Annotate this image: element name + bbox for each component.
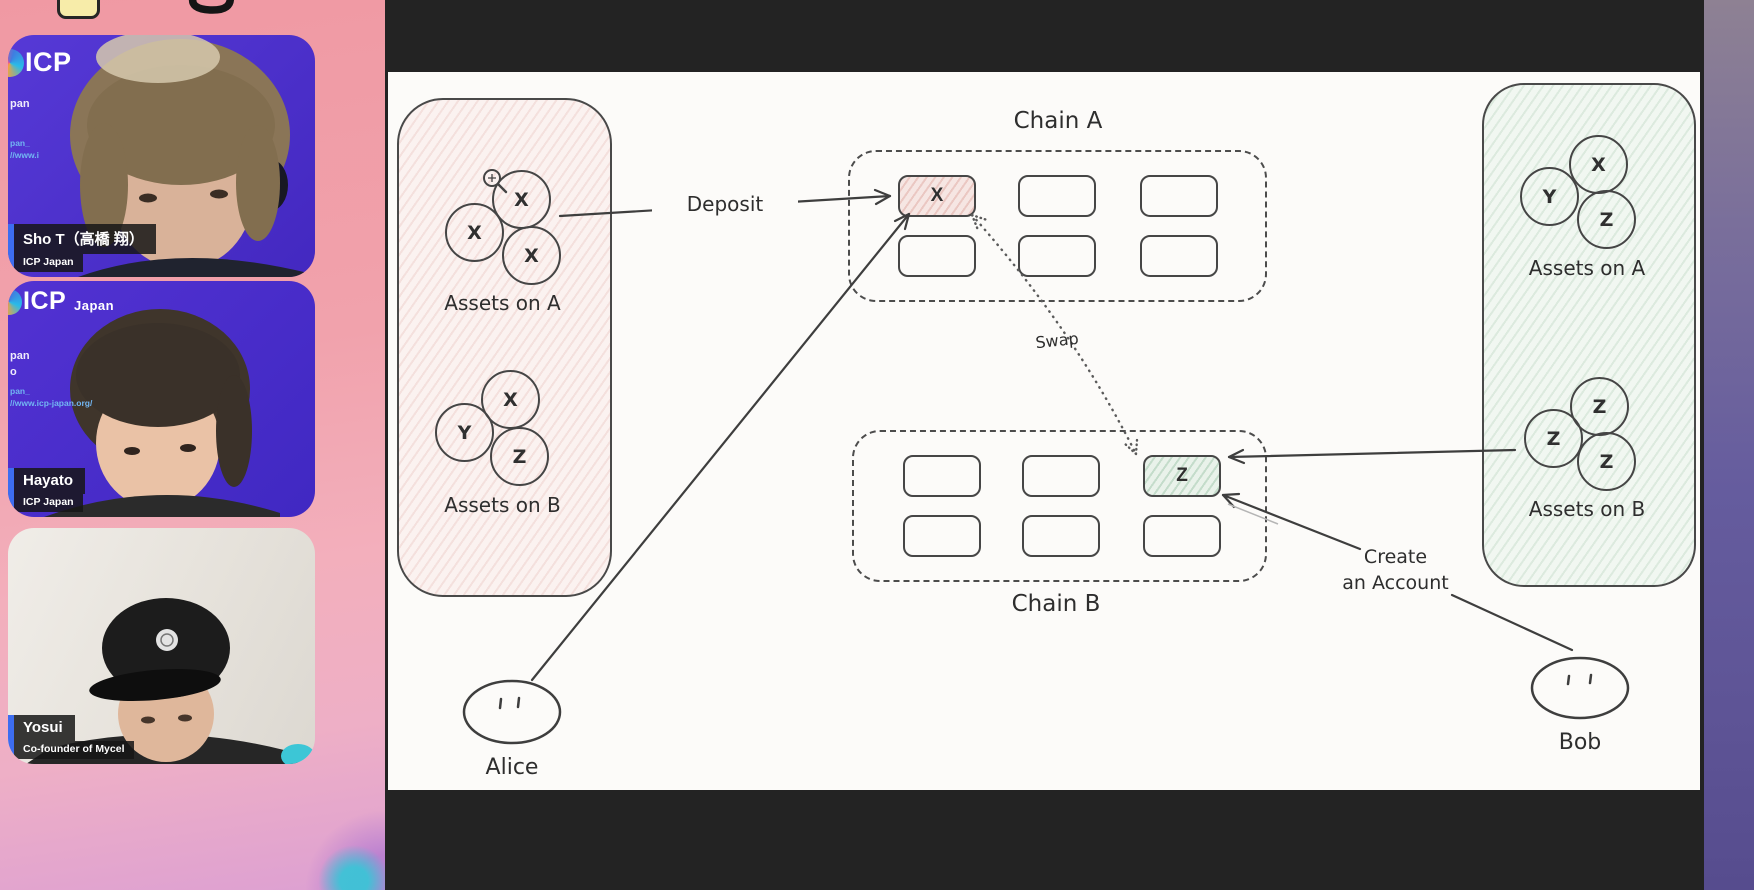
video-tile-hayato: ICP Japan pan o pan_ //www.icp-japan.org… bbox=[8, 281, 315, 517]
video-tile-sho: ICP pan pan_ //www.i Sho T（高橋 翔） ICP Jap… bbox=[8, 35, 315, 277]
chain-a-cell bbox=[1140, 235, 1218, 277]
poster-text-fragment: o bbox=[10, 366, 17, 378]
chain-b-cell bbox=[1022, 455, 1100, 497]
chain-a-cell bbox=[1018, 175, 1096, 217]
icp-logo-icon bbox=[8, 49, 24, 77]
poster-text-fragment: pan_ bbox=[10, 386, 30, 396]
logo-fragment-yellow bbox=[57, 0, 100, 19]
chain-a-cell bbox=[898, 235, 976, 277]
chain-b-cell-z: Z bbox=[1143, 455, 1221, 497]
coin: Z bbox=[1577, 190, 1636, 249]
coin: Y bbox=[435, 403, 494, 462]
bob-label: Bob bbox=[1558, 730, 1602, 755]
chain-a-label: Chain A bbox=[1013, 108, 1103, 134]
chain-b-cell bbox=[903, 455, 981, 497]
poster-text-fragment: pan bbox=[10, 98, 30, 110]
chain-a-box bbox=[848, 150, 1267, 302]
slide: X X X Assets on A X Y Z Assets on B Chai… bbox=[388, 72, 1700, 790]
video-tile-yosui: Yosui Co-founder of Mycel bbox=[8, 528, 315, 764]
participant-name: Sho T（高橋 翔） bbox=[14, 224, 156, 254]
coin: Z bbox=[1577, 432, 1636, 491]
participant-label: Hayato ICP Japan bbox=[8, 468, 86, 512]
right-edge-strip bbox=[1704, 0, 1754, 890]
participant-avatar bbox=[44, 309, 280, 517]
participant-org: ICP Japan bbox=[14, 494, 83, 512]
create-account-label: Create an Account bbox=[1342, 546, 1449, 594]
icp-brand-text: ICP bbox=[25, 47, 72, 77]
participant-label: Sho T（高橋 翔） ICP Japan bbox=[8, 224, 156, 272]
chain-a-cell bbox=[1140, 175, 1218, 217]
poster-text-fragment: //www.icp-japan.org/ bbox=[10, 398, 93, 408]
participant-label: Yosui Co-founder of Mycel bbox=[8, 715, 134, 759]
participant-org: Co-founder of Mycel bbox=[14, 741, 134, 759]
participant-name: Hayato bbox=[14, 468, 86, 494]
participant-org: ICP Japan bbox=[14, 254, 83, 272]
coin: Z bbox=[1524, 409, 1583, 468]
coin: X bbox=[502, 226, 561, 285]
alice-assets-panel bbox=[397, 98, 612, 597]
participant-name: Yosui bbox=[14, 715, 75, 741]
coin: X bbox=[445, 203, 504, 262]
alice-figure bbox=[462, 679, 562, 745]
chain-a-cell-x: X bbox=[898, 175, 976, 217]
chain-b-label: Chain B bbox=[1011, 591, 1101, 617]
chain-a-cell bbox=[1018, 235, 1096, 277]
screenshare-area: X X X Assets on A X Y Z Assets on B Chai… bbox=[385, 0, 1704, 890]
participants-sidebar: ICP pan pan_ //www.i Sho T（高橋 翔） ICP Jap… bbox=[0, 0, 385, 890]
coin: Z bbox=[490, 427, 549, 486]
logo-fragment-dark bbox=[188, 0, 234, 14]
coin: Y bbox=[1520, 167, 1579, 226]
alice-label: Alice bbox=[485, 755, 539, 780]
chain-b-cell bbox=[1022, 515, 1100, 557]
chain-b-cell bbox=[1143, 515, 1221, 557]
assets-on-b-label: Assets on B bbox=[1528, 497, 1646, 521]
deposit-label: Deposit bbox=[652, 192, 798, 216]
icp-brand-suffix: Japan bbox=[74, 298, 115, 313]
poster-text-fragment: //www.i bbox=[10, 150, 39, 160]
chain-b-box bbox=[852, 430, 1267, 582]
assets-on-b-label: Assets on B bbox=[444, 493, 561, 517]
icp-brand-text: ICP bbox=[23, 287, 67, 315]
coin: X bbox=[1569, 135, 1628, 194]
bob-figure bbox=[1530, 656, 1630, 720]
assets-on-a-label: Assets on A bbox=[444, 291, 561, 315]
poster-text-fragment: pan bbox=[10, 350, 30, 362]
icp-logo-icon bbox=[8, 289, 22, 315]
poster-text-fragment: pan_ bbox=[10, 138, 30, 148]
swap-label: Swap bbox=[1034, 328, 1080, 353]
assets-on-a-label: Assets on A bbox=[1528, 256, 1646, 280]
chain-b-cell bbox=[903, 515, 981, 557]
